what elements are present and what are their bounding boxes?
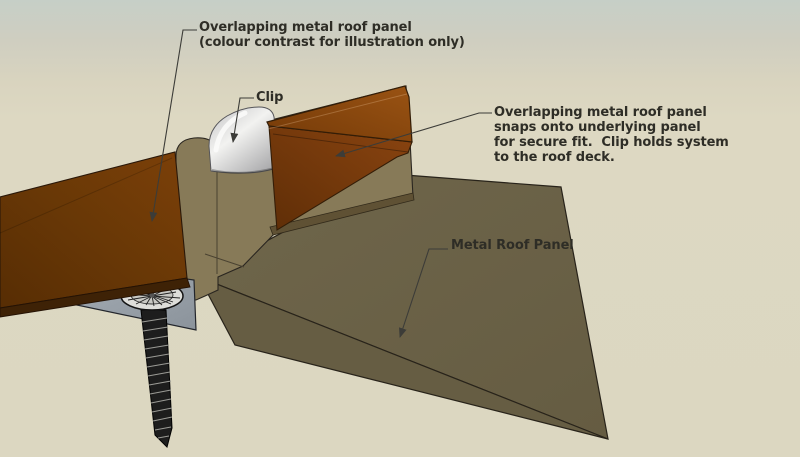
- panel-bottom-flange: [269, 192, 415, 236]
- screw-shank: [140, 309, 173, 448]
- leader-clip: [230, 97, 254, 143]
- label-metal-roof-panel: Metal Roof Panel: [451, 238, 574, 253]
- clip-shape: [208, 106, 281, 174]
- metal-roof-panel-front-face: [197, 275, 609, 440]
- leader-overlap-note: [149, 29, 197, 222]
- overlapping-panel-crease: [0, 157, 173, 234]
- overlapping-panel-edge: [0, 277, 191, 318]
- leader-lines: [149, 29, 492, 338]
- overlapping-panel-seam-cap: [266, 85, 413, 231]
- label-snap-note: Overlapping metal roof panel snaps onto …: [494, 105, 729, 165]
- label-clip: Clip: [256, 90, 284, 105]
- leader-snap-note: [335, 112, 492, 158]
- label-overlapping-panel-note: Overlapping metal roof panel (colour con…: [199, 20, 465, 50]
- leader-metal-roof: [399, 248, 448, 338]
